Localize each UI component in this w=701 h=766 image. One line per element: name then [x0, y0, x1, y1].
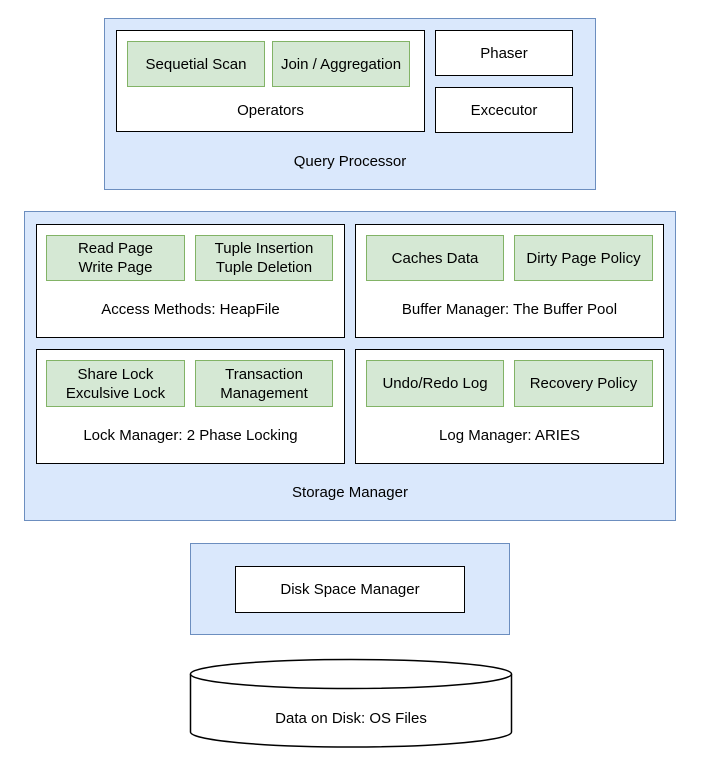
tuple-insert-delete-box: Tuple Insertion Tuple Deletion [195, 235, 333, 281]
transaction-label: Transaction [225, 365, 303, 383]
management-label: Management [220, 384, 308, 402]
tuple-deletion-label: Tuple Deletion [215, 259, 313, 276]
query-processor-label: Query Processor [293, 152, 407, 170]
transaction-management-box: Transaction Management [195, 360, 333, 407]
undo-redo-log-box: Undo/Redo Log [366, 360, 504, 407]
phaser-box: Phaser [435, 30, 573, 76]
read-page-label: Read Page [77, 240, 154, 257]
tuple-insertion-label: Tuple Insertion [214, 240, 314, 257]
recovery-policy-box: Recovery Policy [514, 360, 653, 407]
storage-manager-label: Storage Manager [292, 483, 408, 501]
write-page-label: Write Page [78, 259, 153, 276]
buffer-manager-label: Buffer Manager: The Buffer Pool [401, 300, 618, 318]
operators-label: Operators [237, 101, 304, 119]
log-manager-label: Log Manager: ARIES [439, 426, 580, 444]
dirty-page-policy-box: Dirty Page Policy [514, 235, 653, 281]
disk-space-manager-box: Disk Space Manager [235, 566, 465, 613]
caches-data-box: Caches Data [366, 235, 504, 281]
disk-cylinder [189, 658, 513, 748]
read-write-page-box: Read Page Write Page [46, 235, 185, 281]
disk-cylinder-top [189, 658, 513, 690]
join-aggregation-box: Join / Aggregation [272, 41, 410, 87]
executor-box: Excecutor [435, 87, 573, 133]
access-methods-label: Access Methods: HeapFile [101, 300, 280, 318]
lock-manager-label: Lock Manager: 2 Phase Locking [83, 426, 298, 444]
share-exclusive-lock-box: Share Lock Exculsive Lock [46, 360, 185, 407]
disk-cylinder-body [189, 674, 513, 748]
share-lock-label: Share Lock [77, 365, 154, 383]
sequential-scan-box: Sequetial Scan [127, 41, 265, 87]
exclusive-lock-label: Exculsive Lock [65, 384, 166, 402]
disk-label: Data on Disk: OS Files [275, 709, 427, 727]
